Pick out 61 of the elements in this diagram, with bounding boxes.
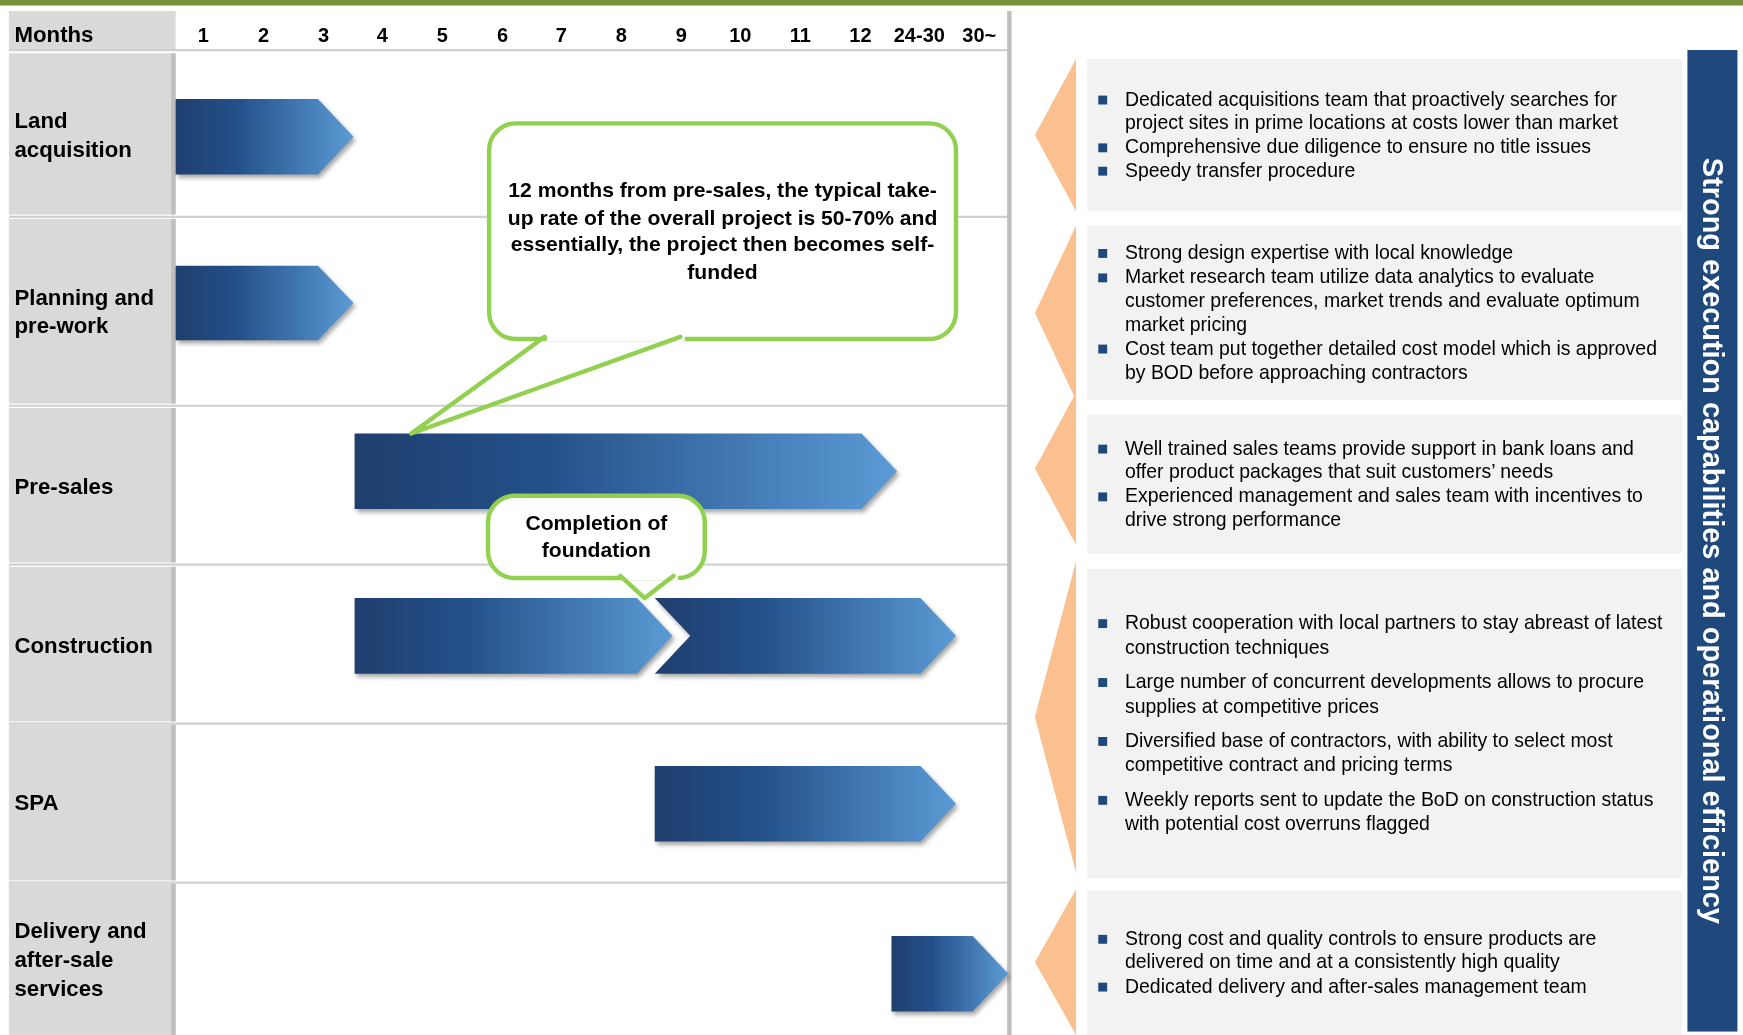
month-label: 7 (555, 23, 567, 48)
row-title: Pre-sales (14, 472, 114, 500)
callout-text: 12 months from pre-sales, the typical take-up rate of the overall project is 50-70% and essentially, the project then becomes self-funded (506, 176, 939, 285)
bullet-text: Strong cost and quality controls to ensure products are delivered on time and at a consistently high quality (1096, 926, 1676, 975)
bullet-text: Well trained sales teams provide support in bank loans and offer product packages that suit customers’ needs (1096, 436, 1676, 485)
callout-bubble (485, 493, 707, 581)
row-header (8, 219, 176, 404)
month-label: 11 (789, 23, 811, 48)
bullet-text: Comprehensive due diligence to ensure no title issues (1096, 135, 1676, 159)
row-title: Planning and pre-work (14, 283, 156, 340)
month-label: 3 (317, 23, 330, 48)
month-label: 1 (197, 23, 209, 48)
row-header (8, 724, 176, 881)
bullet-text: Dedicated delivery and after-sales management team (1096, 974, 1676, 999)
row-title: SPA (14, 789, 59, 817)
month-label: 10 (729, 23, 752, 48)
text-panel (1087, 414, 1682, 554)
month-label: 5 (436, 23, 448, 48)
side-banner (1687, 50, 1738, 1032)
bullet-text: Cost team put together detailed cost model which is approved by BOD before approaching contractors (1096, 336, 1676, 385)
timeline-bar (354, 433, 898, 510)
bullet-text: Speedy transfer procedure (1096, 158, 1676, 183)
text-panel (1087, 58, 1682, 212)
text-panel (1087, 890, 1682, 1035)
text-panel (1087, 225, 1682, 401)
timeline-bar (891, 935, 1009, 1012)
row-title: Construction (14, 630, 153, 659)
bullet-text: Dedicated acquisitions team that proactively searches for project sites in prime locations at costs lower than market (1096, 87, 1676, 136)
month-label: 12 (849, 23, 872, 48)
month-label: 6 (496, 23, 508, 48)
row-header (8, 53, 176, 215)
month-label: 24-30 (893, 23, 945, 48)
timeline-bar (354, 598, 673, 674)
bullet-text: Robust cooperation with local partners to stay abreast of latest construction techniques (1096, 611, 1676, 660)
bullet-text: Experienced management and sales team with incentives to drive strong performance (1096, 484, 1676, 532)
callout-pointer (409, 334, 683, 436)
month-label: 4 (376, 23, 388, 48)
row-header (8, 566, 176, 722)
row-header (8, 407, 176, 563)
month-label: 30~ (962, 23, 997, 48)
bullet-text: Weekly reports sent to update the BoD on construction status with potential cost overruns flagged (1096, 788, 1676, 836)
bullet-text: Large number of concurrent developments allows to procure supplies at competitive prices (1096, 670, 1676, 719)
month-label: 9 (675, 23, 687, 48)
bullet-text: Market research team utilize data analytics to evaluate customer preferences, market trends and evaluate optimum market pricing (1096, 265, 1676, 337)
timeline-bar (175, 265, 354, 341)
timeline-bar (175, 98, 354, 175)
callout-pointer (618, 573, 676, 601)
callout-bubble (486, 121, 959, 342)
banner-text: Strong execution capabilities and operational efficiency (1695, 157, 1730, 924)
bullet-text: Strong design expertise with local knowledge (1096, 241, 1676, 266)
timeline-bar (654, 598, 956, 674)
callout-text: Completion of foundation (524, 509, 669, 564)
text-panel (1087, 569, 1682, 879)
month-label: 8 (615, 23, 627, 48)
bullet-text: Diversified base of contractors, with ability to select most competitive contract and pricing terms (1096, 729, 1676, 777)
row-title: Land acquisition (14, 106, 133, 163)
month-label: 2 (257, 23, 269, 48)
timeline-bar (654, 765, 956, 842)
row-title: Delivery and after-sale services (14, 917, 148, 1003)
header-label: Months (14, 22, 94, 47)
row-header (8, 883, 176, 1035)
